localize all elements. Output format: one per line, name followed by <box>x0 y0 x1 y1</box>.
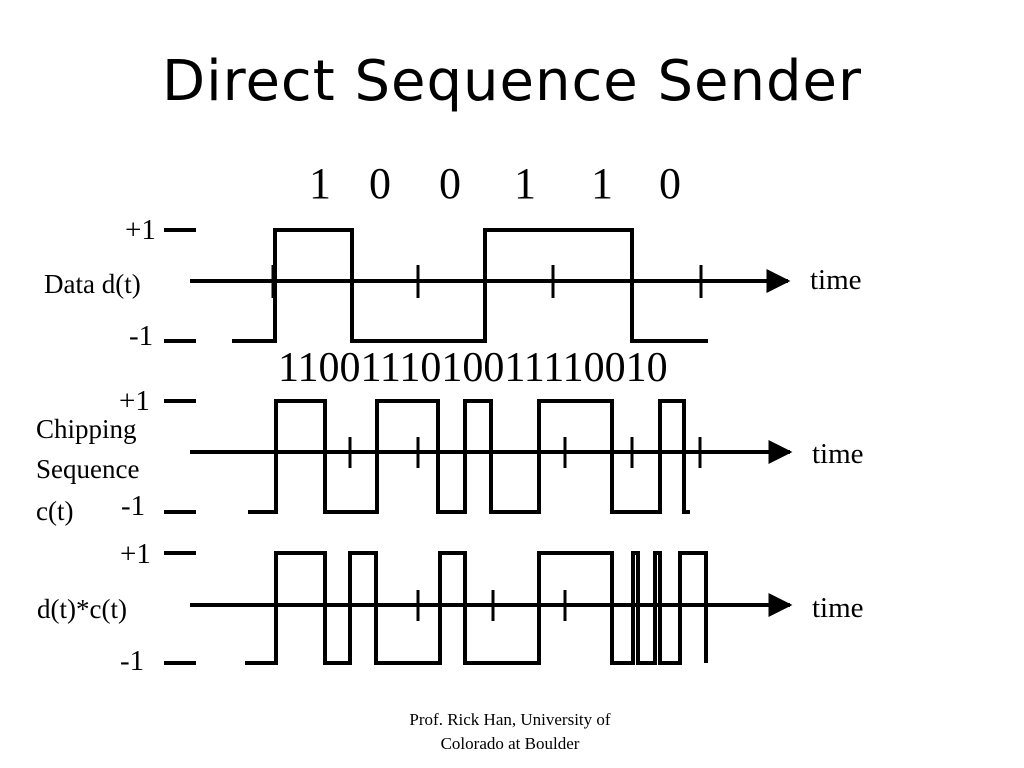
footer-line-1: Prof. Rick Han, University of <box>409 710 611 729</box>
product-waveform <box>245 551 708 665</box>
product-bit-ticks <box>416 590 567 621</box>
product-signal-panel <box>164 551 793 665</box>
data-minus-one-label: -1 <box>129 320 154 352</box>
data-signal-panel <box>164 228 791 343</box>
slide-footer: Prof. Rick Han, University of Colorado a… <box>380 708 640 756</box>
footer-line-2: Colorado at Boulder <box>440 734 580 753</box>
product-plus-one-label: +1 <box>120 538 151 570</box>
chip-time-axis-label: time <box>812 438 864 470</box>
chip-plus-one-label: +1 <box>119 385 150 417</box>
chip-signal-panel <box>164 399 793 514</box>
data-bit: 1 <box>309 159 331 208</box>
chip-label-line-2: Sequence <box>36 454 140 484</box>
data-bit: 0 <box>369 159 391 208</box>
data-signal-label: Data d(t) <box>44 269 141 299</box>
product-signal-label: d(t)*c(t) <box>37 594 127 624</box>
chip-minus-one-label: -1 <box>121 490 146 522</box>
chip-bit-ticks <box>348 437 702 468</box>
data-bit: 1 <box>514 159 536 208</box>
chip-label-line-1: Chipping <box>36 414 137 444</box>
data-bit: 0 <box>659 159 681 208</box>
data-time-axis-label: time <box>810 264 862 296</box>
data-waveform <box>232 228 708 343</box>
product-time-axis-label: time <box>812 592 864 624</box>
chip-waveform <box>248 399 690 514</box>
data-bit: 0 <box>439 159 461 208</box>
data-bit: 1 <box>591 159 613 208</box>
product-minus-one-label: -1 <box>120 645 145 677</box>
chip-label-line-3: c(t) <box>36 496 74 526</box>
data-plus-one-label: +1 <box>125 214 156 246</box>
slide-title: Direct Sequence Sender <box>161 49 862 114</box>
chip-sequence-text: 1100111010011110010 <box>278 345 668 391</box>
